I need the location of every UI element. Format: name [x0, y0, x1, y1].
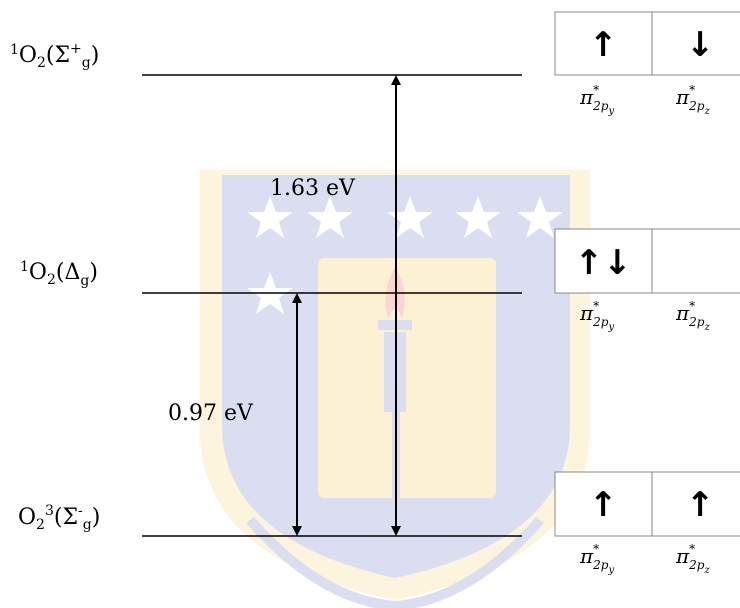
spin-arrow-up-icon: ↑ [589, 25, 618, 65]
orbital-label-pi-2py: π*2py [579, 299, 614, 333]
orbital-label-pi-2pz: π*2pz [675, 299, 710, 333]
state-label-delta: 1O2(Δg) [20, 259, 98, 289]
orbital-label-pi-2pz: π*2pz [675, 83, 710, 117]
orbital-boxes-delta: ↑↓ π*2py π*2pz [554, 228, 740, 333]
state-label-sigma: 1O2(Σ+g) [10, 41, 99, 71]
spin-arrow-down-icon: ↓ [686, 25, 715, 65]
orbital-boxes-sigma: ↑ ↓ π*2py π*2pz [554, 11, 740, 117]
orbital-label-pi-2py: π*2py [579, 83, 614, 117]
spin-pair-icon: ↑↓ [575, 243, 632, 283]
energy-label-delta: 0.97 eV [168, 401, 254, 426]
orbital-boxes-ground: ↑ ↑ π*2py π*2pz [554, 471, 740, 576]
orbital-label-pi-2pz: π*2pz [675, 542, 710, 576]
spin-arrow-up-icon: ↑ [686, 485, 715, 525]
state-label-ground: O23(Σ-g) [18, 503, 100, 533]
energy-label-sigma: 1.63 eV [270, 176, 356, 201]
orbital-label-pi-2py: π*2py [579, 542, 614, 576]
spin-arrow-up-icon: ↑ [589, 485, 618, 525]
